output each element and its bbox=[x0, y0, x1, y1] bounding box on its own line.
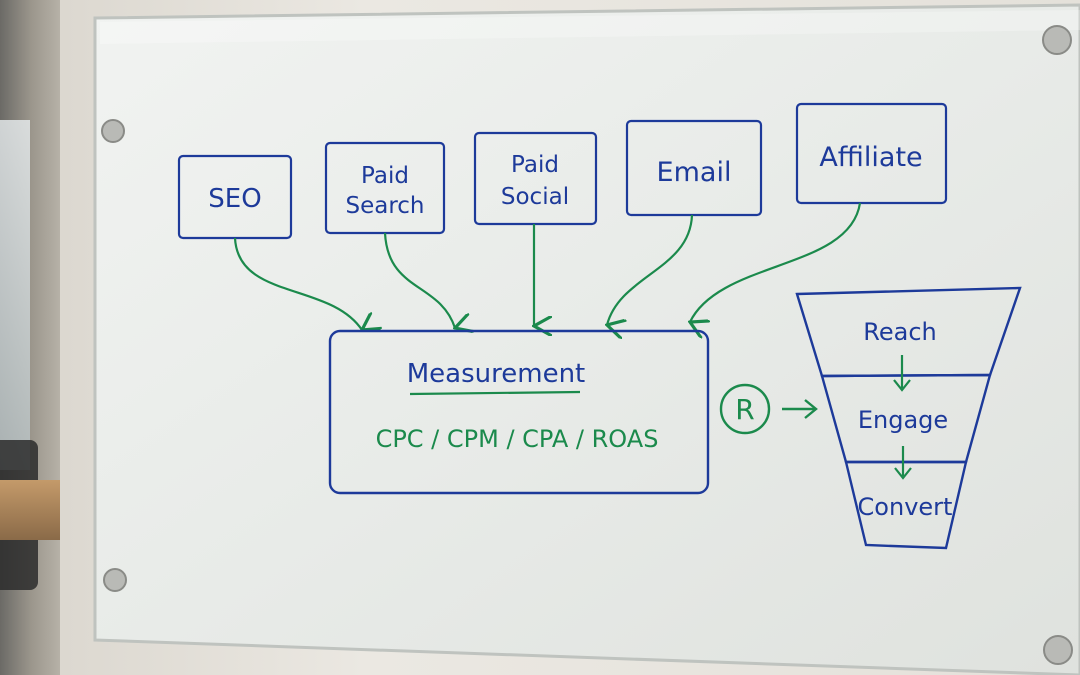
funnel-arrow-1-head bbox=[893, 379, 911, 392]
glass-pane bbox=[93, 3, 1080, 675]
registered-symbol: R bbox=[735, 393, 754, 426]
funnel-label-reach: Reach bbox=[863, 318, 936, 346]
funnel-arrow-2-head bbox=[894, 467, 912, 480]
measurement-title: Measurement bbox=[407, 359, 586, 389]
arrow-seo bbox=[233, 237, 362, 330]
funnel-stage-convert bbox=[844, 460, 968, 550]
funnel-label-engage: Engage bbox=[858, 406, 948, 434]
standoff-bolts bbox=[101, 25, 1073, 665]
arrow-paid-search bbox=[383, 232, 455, 328]
registered-circle bbox=[719, 383, 771, 435]
source-label-paid-search-2: Search bbox=[345, 193, 424, 219]
funnel-label-convert: Convert bbox=[858, 493, 953, 521]
window bbox=[0, 120, 30, 470]
source-box-affiliate bbox=[795, 102, 948, 205]
source-label-paid-social-1: Paid bbox=[511, 152, 559, 178]
measurement-underline bbox=[409, 390, 581, 396]
source-box-paid-social bbox=[473, 131, 598, 226]
source-label-seo: SEO bbox=[208, 184, 261, 214]
arrow-email bbox=[607, 214, 694, 325]
source-label-paid-search-1: Paid bbox=[361, 163, 409, 189]
funnel bbox=[795, 286, 1022, 550]
source-box-email bbox=[625, 119, 763, 217]
source-label-paid-social-2: Social bbox=[501, 184, 569, 210]
measurement-metrics: CPC / CPM / CPA / ROAS bbox=[376, 425, 659, 453]
source-label-affiliate: Affiliate bbox=[819, 142, 922, 173]
measurement-box bbox=[328, 329, 710, 495]
arrow-affiliate bbox=[690, 202, 862, 322]
arrow-to-funnel-head bbox=[804, 399, 818, 419]
source-label-email: Email bbox=[657, 157, 732, 188]
desk bbox=[0, 480, 60, 540]
